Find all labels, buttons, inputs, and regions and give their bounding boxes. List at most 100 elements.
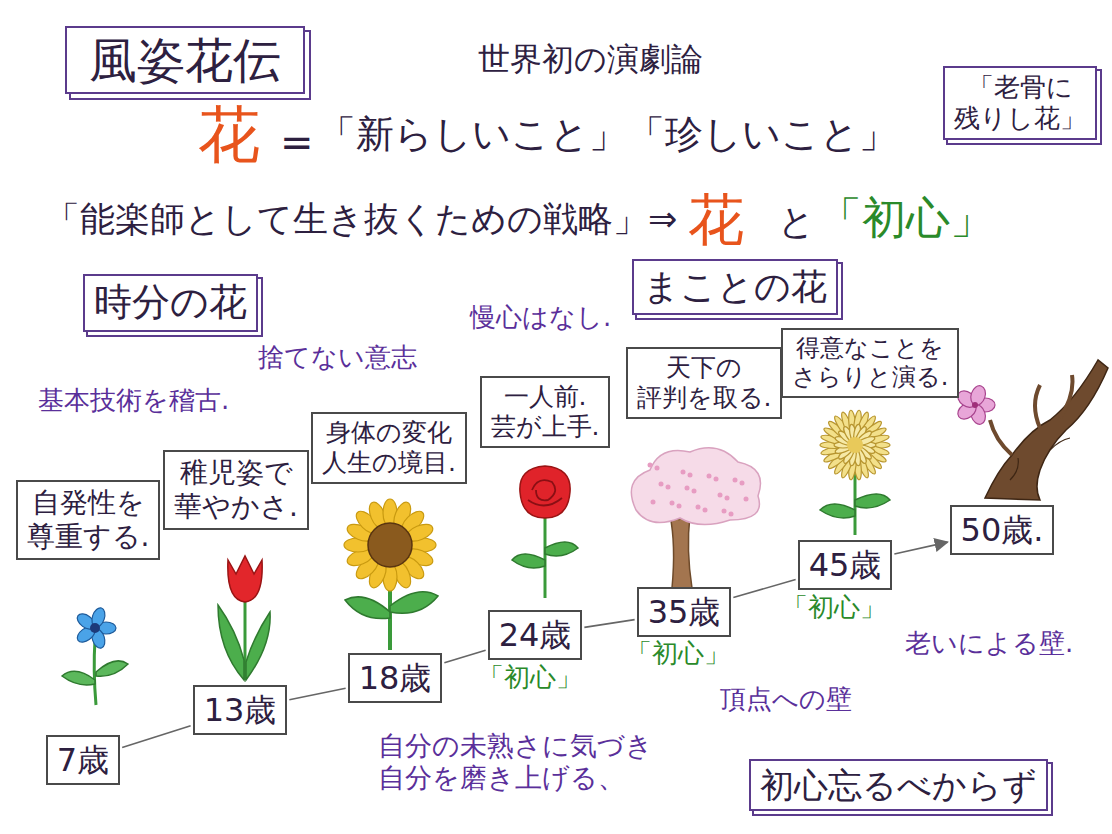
box-text: 7歳 [57, 741, 109, 779]
scroll-heading: まことの花 [632, 259, 838, 314]
timeline-connector [122, 726, 190, 748]
sunflower-part [368, 523, 412, 567]
rose-part [528, 480, 562, 505]
stage-box: 得意なことを さらりと演る. [781, 328, 960, 398]
cherry-tree-part [648, 463, 749, 517]
box-text: 18歳 [359, 659, 432, 697]
note: 基本技術を稽古. [38, 385, 229, 416]
equals-sign: = [280, 118, 314, 166]
shoshin-word: 「初心」 [818, 192, 994, 245]
box-text: 45歳 [809, 546, 882, 584]
cherry-tree-part-part [696, 505, 701, 510]
cherry-tree-part-part [688, 473, 693, 478]
stage-box: 稚児姿で 華やかさ. [163, 450, 309, 529]
cherry-tree-part-part [666, 485, 671, 490]
note: 老いによる壁. [905, 628, 1073, 659]
cherry-tree-part [631, 448, 760, 525]
age-box: 13歳 [193, 685, 288, 735]
timeline-connector [894, 542, 947, 554]
cherry-tree-part-part [655, 466, 660, 471]
hana-word: 花 [198, 98, 260, 172]
box-text: 時分の花 [94, 280, 247, 326]
cherry-tree-part-part [670, 501, 675, 506]
tulip-part [218, 605, 244, 680]
rose-part [512, 554, 545, 568]
title: 風姿花伝 [89, 30, 281, 90]
box-text: 稚児姿で 華やかさ. [174, 456, 298, 523]
age-box: 35歳 [637, 587, 732, 637]
strategy-text: 「能楽師として生き抜くための戦略」⇒ [45, 198, 677, 240]
hana-word: 花 [688, 186, 744, 253]
box-text: 13歳 [204, 691, 277, 729]
old-tree-part [1010, 438, 1070, 480]
box-text: 身体の変化 人生の境目. [322, 418, 456, 478]
subtitle: 世界初の演劇論 [478, 40, 703, 78]
cherry-tree-part-part [651, 500, 656, 505]
box-text: 自発性を 尊重する. [27, 486, 150, 553]
chrysanthemum-part-part [834, 424, 876, 466]
cherry-tree-part-part [659, 482, 664, 487]
rose-part [520, 466, 570, 518]
shoshin-note: 「初心」 [626, 638, 730, 669]
cherry-tree-part [670, 515, 692, 588]
timeline-connector [444, 650, 485, 663]
stage-box: 一人前. 芸が上手. [480, 376, 611, 448]
box-text: まことの花 [643, 265, 827, 308]
age-box: 24歳 [488, 610, 583, 660]
blue-flower-part [96, 661, 128, 676]
definition: 「新らしいこと」「珍しいこと」 [318, 112, 897, 158]
shoshin-note: 「初心」 [782, 592, 886, 623]
cherry-tree-part-part [681, 470, 686, 475]
cherry-tree-part-part [740, 481, 745, 486]
rose [512, 466, 578, 598]
cherry-tree-part-part [729, 512, 734, 517]
blue-flower [62, 606, 128, 705]
cherry-tree-part-part [707, 474, 712, 479]
note: 捨てない意志 [258, 342, 417, 373]
cherry-tree-part-part [714, 477, 719, 482]
age-box: 45歳 [798, 540, 893, 590]
cherry-tree-part-part [744, 497, 749, 502]
stage-box: 自発性を 尊重する. [16, 480, 161, 559]
old-tree-part [972, 402, 978, 408]
cherry-tree-part-part [725, 496, 730, 501]
old-tree [955, 360, 1108, 500]
chrysanthemum [820, 410, 890, 535]
age-box: 50歳. [950, 505, 1055, 555]
cherry-tree-part-part [692, 489, 697, 494]
box-text: 50歳. [961, 511, 1044, 549]
box-text: 天下の 評判を取る. [637, 353, 772, 413]
box-text: 35歳 [648, 593, 721, 631]
rose-part [545, 542, 578, 556]
rose-part [544, 515, 547, 598]
title-scroll: 風姿花伝 [65, 26, 305, 94]
box-text: 一人前. 芸が上手. [491, 382, 600, 442]
note: 自分の未熟さに気づき 自分を磨き上げる、 [378, 730, 653, 795]
timeline-connector [289, 688, 345, 700]
old-tree-part [990, 375, 1073, 455]
stage-box: 天下の 評判を取る. [626, 347, 783, 419]
box-text: 得意なことを さらりと演る. [792, 334, 949, 392]
scroll-note: 「老骨に 残りし花」 [943, 66, 1097, 140]
old-tree-part [985, 360, 1108, 500]
cherry-tree-part-part [677, 504, 682, 509]
sunflower-part [390, 592, 438, 614]
chrysanthemum-part [855, 494, 890, 508]
chrysanthemum-part [847, 437, 863, 453]
old-tree-part [955, 384, 995, 426]
cherry-tree-part-part [648, 463, 653, 468]
tulip-part [246, 612, 270, 680]
cherry-tree [631, 448, 760, 588]
tulip-part [228, 556, 262, 602]
motto-scroll: 初心忘るべからず [749, 759, 1048, 812]
scroll-heading: 時分の花 [83, 274, 258, 332]
shoshin-note: 「初心」 [478, 662, 582, 693]
sunflower [344, 499, 438, 650]
conjunction: と [778, 200, 815, 243]
cherry-tree-part-part [722, 509, 727, 514]
cherry-tree-part-part [703, 508, 708, 513]
sunflower-part [345, 597, 390, 619]
age-box: 7歳 [46, 735, 120, 785]
chrysanthemum-part [820, 504, 855, 518]
